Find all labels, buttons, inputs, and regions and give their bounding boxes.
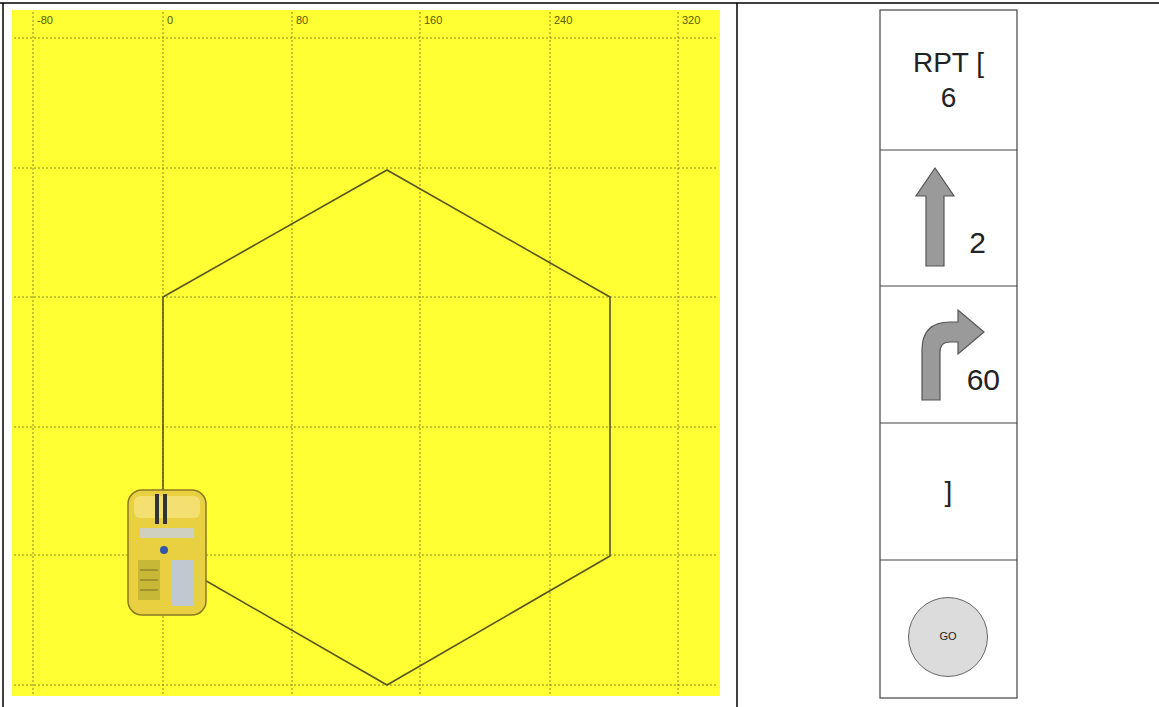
block-text: GO bbox=[939, 630, 956, 644]
hexagon-path bbox=[163, 170, 610, 685]
block-text: 60 bbox=[967, 361, 1000, 399]
axis-label: -80 bbox=[36, 14, 54, 26]
block-text: 2 bbox=[969, 224, 986, 262]
block-text: ] bbox=[945, 474, 953, 509]
forward-block: 2 bbox=[881, 151, 1016, 285]
forward-arrow-icon bbox=[916, 168, 954, 266]
axis-label: 240 bbox=[553, 14, 573, 26]
table-border bbox=[2, 3, 4, 707]
block-text: RPT [ 6 bbox=[904, 45, 994, 115]
close-bracket-block: ] bbox=[881, 424, 1016, 559]
table-border bbox=[736, 3, 738, 707]
axis-label: 320 bbox=[681, 14, 701, 26]
robot bbox=[128, 490, 206, 615]
axis-label: 0 bbox=[166, 14, 174, 26]
go-button: GO bbox=[908, 597, 988, 677]
table-border bbox=[0, 2, 1159, 4]
axis-label: 160 bbox=[423, 14, 443, 26]
program-column bbox=[880, 10, 1017, 698]
grid bbox=[14, 12, 718, 694]
canvas bbox=[12, 10, 720, 696]
repeat-block: RPT [ 6 bbox=[881, 11, 1016, 149]
turn-block: 60 bbox=[881, 287, 1016, 422]
axis-label: 80 bbox=[295, 14, 309, 26]
